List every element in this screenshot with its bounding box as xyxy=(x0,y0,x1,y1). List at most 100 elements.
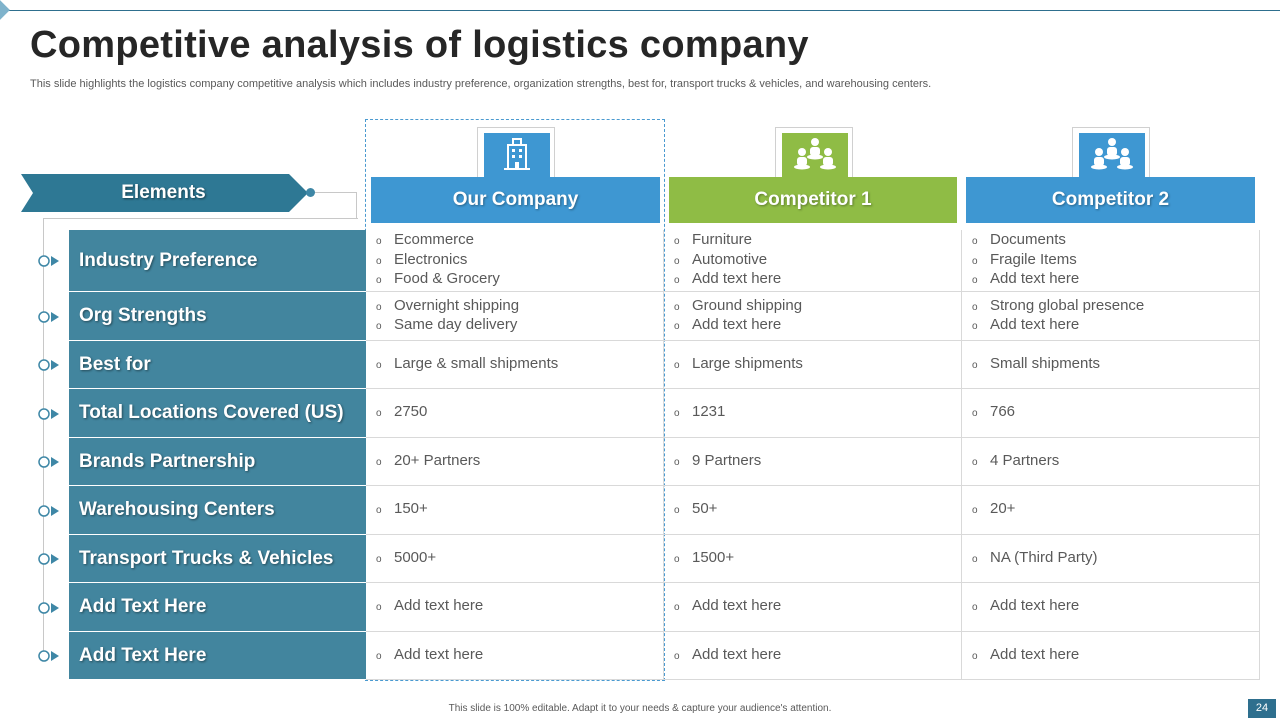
row-marker-icon xyxy=(38,504,62,518)
banner-dot xyxy=(306,188,315,197)
bullet-text: 50+ xyxy=(692,500,718,518)
bullet-text: Add text here xyxy=(394,645,484,663)
bullet-text: Add text here xyxy=(990,597,1080,615)
bullet-circle-icon: o xyxy=(376,255,382,267)
bullet-circle-icon: o xyxy=(376,359,382,371)
row-marker-icon xyxy=(38,552,62,566)
row-label: Warehousing Centers xyxy=(69,486,366,535)
left-vertical-line xyxy=(43,218,44,658)
bullet-text: 2750 xyxy=(394,403,428,421)
footer-note: This slide is 100% editable. Adapt it to… xyxy=(448,703,832,714)
cell-bullet-item: o Large & small shipments xyxy=(376,355,663,375)
bullet-text: Add text here xyxy=(990,316,1080,333)
bullet-text: Ground shipping xyxy=(692,296,803,314)
row-marker-icon xyxy=(38,358,62,372)
bullet-circle-icon: o xyxy=(376,408,382,420)
bullet-circle-icon: o xyxy=(674,602,680,614)
corner-diamond-decoration xyxy=(0,0,10,20)
page-number: 24 xyxy=(1248,699,1276,718)
bullet-text: NA (Third Party) xyxy=(990,548,1098,566)
bullet-text: Large shipments xyxy=(692,354,803,372)
bullet-circle-icon: o xyxy=(376,602,382,614)
bullet-circle-icon: o xyxy=(972,359,978,371)
bullet-text: Add text here xyxy=(394,597,484,615)
cell-bullet-item: o 2750 xyxy=(376,403,663,423)
cell-bullet-item: o Automotive xyxy=(674,251,961,271)
cell-bullet-item: o Add text here xyxy=(674,270,961,290)
bullet-text: 150+ xyxy=(394,500,428,518)
bullet-text: Overnight shipping xyxy=(394,296,520,314)
people-group-icon xyxy=(1090,137,1134,176)
bullet-text: Ecommerce xyxy=(394,231,475,249)
bullet-text: 9 Partners xyxy=(692,451,762,469)
people-group-icon xyxy=(793,137,837,176)
bullet-circle-icon: o xyxy=(972,321,978,332)
bullet-circle-icon: o xyxy=(972,650,978,662)
col-1-icon-bg xyxy=(484,133,550,180)
page-title: Competitive analysis of logistics compan… xyxy=(30,24,809,66)
bullet-text: Large & small shipments xyxy=(394,354,559,372)
bullet-circle-icon: o xyxy=(376,236,382,248)
row-label: Total Locations Covered (US) xyxy=(69,389,366,438)
row-label: Brands Partnership xyxy=(69,438,366,486)
bullet-circle-icon: o xyxy=(972,553,978,565)
bullet-text: Add text here xyxy=(692,270,782,288)
bullet-text: Same day delivery xyxy=(394,316,518,333)
cell-bullet-item: o Overnight shipping xyxy=(376,297,663,317)
bullet-text: 766 xyxy=(990,403,1016,421)
bullet-circle-icon: o xyxy=(674,505,680,517)
col-1-icon-box xyxy=(477,127,555,180)
col-3-icon-box xyxy=(1072,127,1150,180)
bullet-circle-icon: o xyxy=(376,301,382,313)
row-marker-icon xyxy=(38,407,62,421)
page-subtitle: This slide highlights the logistics comp… xyxy=(30,78,932,90)
row-label: Transport Trucks & Vehicles xyxy=(69,535,366,583)
bullet-text: Add text here xyxy=(692,316,782,333)
row-marker-icon xyxy=(38,601,62,615)
bullet-circle-icon: o xyxy=(674,275,680,287)
bullet-circle-icon: o xyxy=(972,255,978,267)
row-marker-icon xyxy=(38,649,62,663)
bullet-circle-icon: o xyxy=(376,650,382,662)
bullet-text: Add text here xyxy=(692,645,782,663)
table-cell: o 2750 xyxy=(366,389,664,438)
col-2-icon-box xyxy=(775,127,853,180)
bullet-circle-icon: o xyxy=(674,255,680,267)
top-rule xyxy=(8,10,1280,11)
table-cell: o Add text here xyxy=(366,583,664,632)
banner-arrow-shape xyxy=(21,174,308,212)
row-label: Industry Preference xyxy=(69,230,366,292)
col-1-header: Our Company xyxy=(371,177,660,223)
bullet-circle-icon: o xyxy=(972,275,978,287)
bullet-circle-icon: o xyxy=(376,456,382,468)
bullet-text: Automotive xyxy=(692,250,768,268)
elements-banner: Elements xyxy=(21,174,310,212)
col-3-icon-bg xyxy=(1079,133,1145,180)
bullet-text: 4 Partners xyxy=(990,451,1060,469)
bullet-text: Food & Grocery xyxy=(394,270,500,288)
